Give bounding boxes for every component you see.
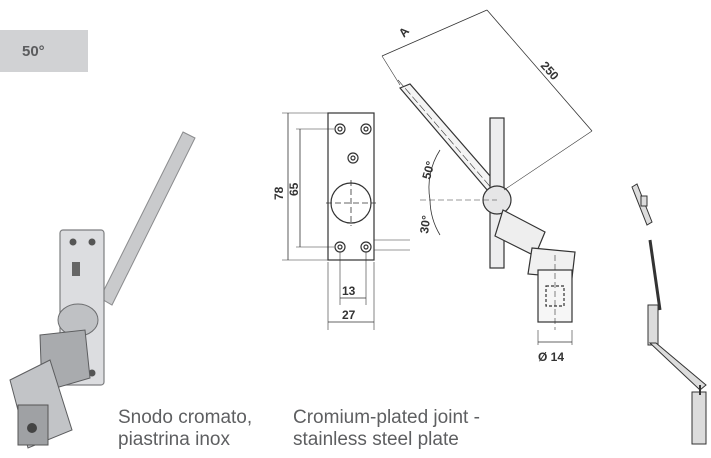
caption-italian: Snodo cromato, piastrina inox: [118, 407, 252, 451]
dim-width-holes: 13: [342, 284, 356, 298]
dim-height-total: 78: [272, 186, 286, 200]
side-view-drawing: [381, 9, 593, 345]
dim-offset: A: [396, 24, 412, 40]
caption-english-line2: stainless steel plate: [293, 429, 459, 450]
dim-angle-lower: 30°: [417, 214, 433, 234]
dim-width-total: 27: [342, 308, 356, 322]
caption-italian-line1: Snodo cromato,: [118, 407, 253, 428]
plate-drawing: [282, 112, 410, 330]
dim-diameter: Ø 14: [538, 350, 564, 364]
caption-english: Cromium-plated joint - stainless steel p…: [293, 407, 480, 451]
dim-angle-upper: 50°: [419, 159, 437, 180]
angle-badge: 50°: [0, 30, 88, 72]
caption-english-line1: Cromium-plated joint -: [293, 407, 480, 428]
assembly-illustration: [631, 183, 707, 445]
caption-italian-line2: piastrina inox: [118, 429, 230, 450]
product-photo-joint: [9, 131, 196, 449]
dim-height-holes: 65: [287, 182, 301, 196]
dim-overall-length: 250: [538, 59, 562, 83]
